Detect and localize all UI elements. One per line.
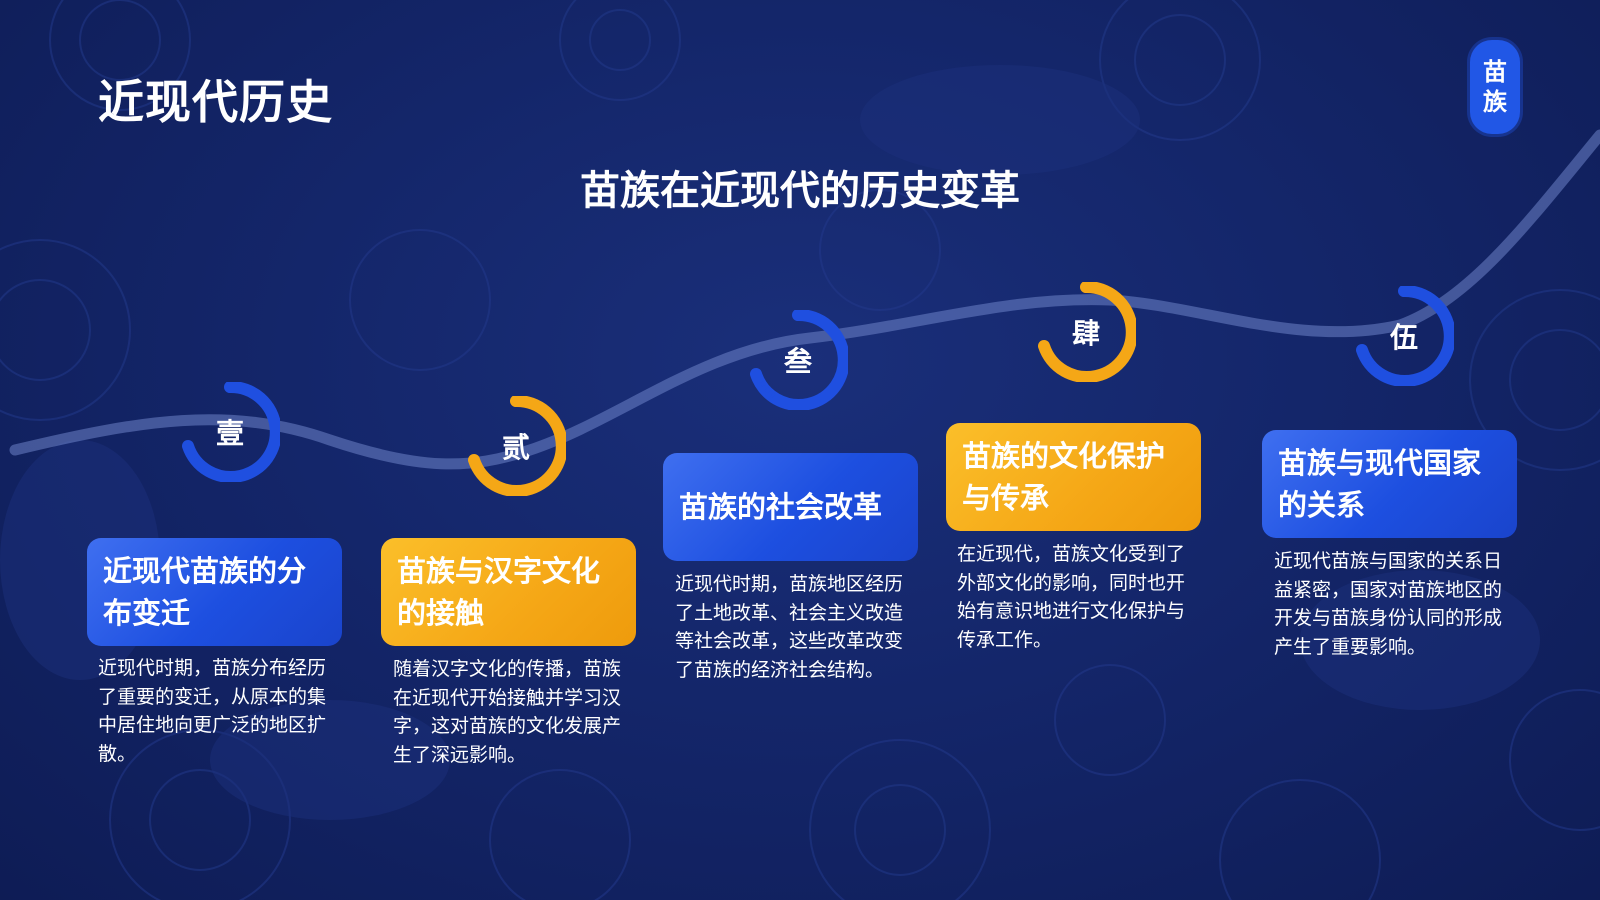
ring-icon (1038, 282, 1136, 382)
step-heading-3: 苗族的社会改革 (663, 453, 918, 561)
logo-char-2: 族 (1483, 87, 1507, 116)
step-heading-2: 苗族与汉字文化的接触 (381, 538, 636, 646)
slide-subtitle: 苗族在近现代的历史变革 (580, 168, 1020, 214)
step-number-3: 叁 (783, 345, 812, 378)
step-marker-3: 叁 (748, 310, 848, 410)
step-body-1: 近现代时期，苗族分布经历了重要的变迁，从原本的集中居住地向更广泛的地区扩散。 (98, 657, 327, 765)
step-number-1: 壹 (215, 417, 244, 450)
step-heading-4: 苗族的文化保护与传承 (946, 423, 1201, 531)
step-body-5: 近现代苗族与国家的关系日益紧密，国家对苗族地区的开发与苗族身份认同的形成产生了重… (1274, 550, 1503, 658)
logo-badge: 苗 族 (1470, 40, 1520, 134)
step-body-4: 在近现代，苗族文化受到了外部文化的影响，同时也开始有意识地进行文化保护与传承工作… (957, 543, 1186, 651)
step-heading-1: 近现代苗族的分布变迁 (87, 538, 342, 646)
step-heading-5: 苗族与现代国家的关系 (1262, 430, 1517, 538)
ring-icon (468, 396, 566, 496)
step-body-2: 随着汉字文化的传播，苗族在近现代开始接触并学习汉字，这对苗族的文化发展产生了深远… (393, 658, 622, 766)
step-number-5: 伍 (1389, 321, 1418, 354)
ring-icon (182, 382, 280, 482)
step-marker-5: 伍 (1354, 286, 1454, 386)
step-marker-4: 肆 (1036, 282, 1136, 382)
step-marker-1: 壹 (180, 382, 280, 482)
ring-icon (750, 310, 848, 410)
ring-icon (1356, 286, 1454, 386)
slide-title: 近现代历史 (98, 75, 333, 129)
logo-char-1: 苗 (1483, 57, 1507, 86)
step-body-3: 近现代时期，苗族地区经历了土地改革、社会主义改造等社会改革，这些改革改变了苗族的… (675, 573, 904, 681)
step-number-4: 肆 (1071, 317, 1100, 350)
step-number-2: 贰 (501, 431, 530, 464)
step-marker-2: 贰 (466, 396, 566, 496)
